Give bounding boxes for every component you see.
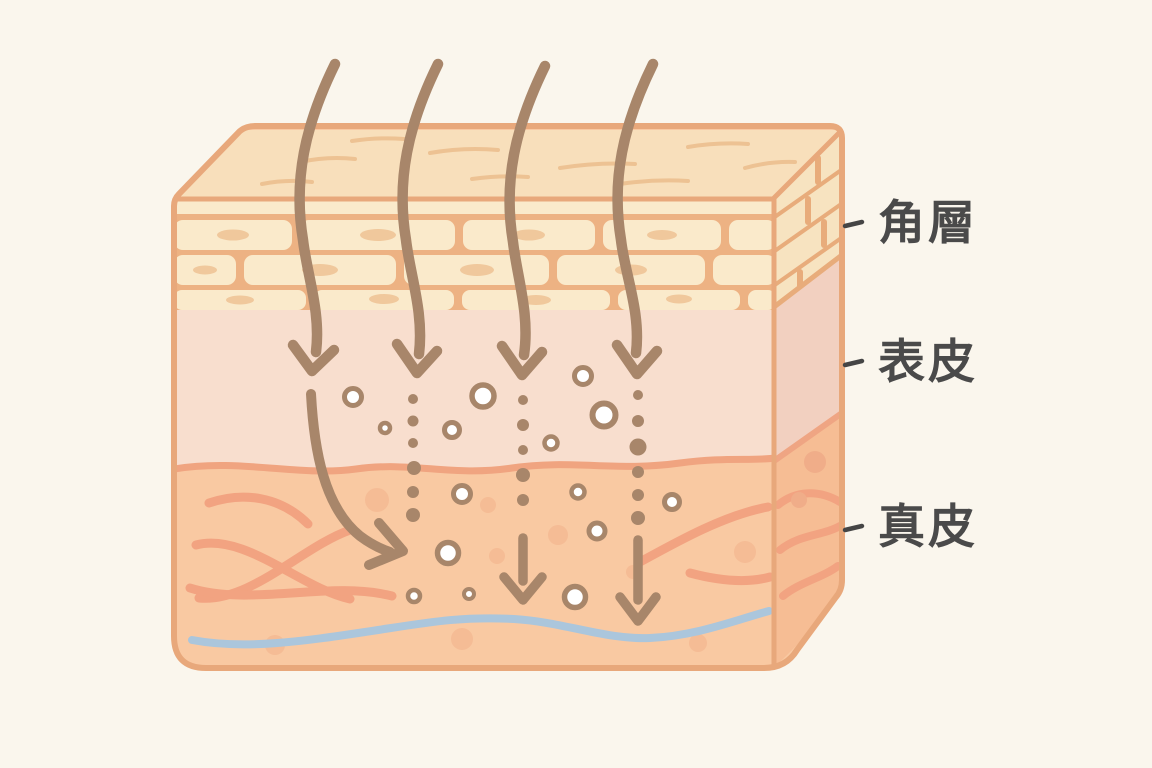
diffusion-arrow-down [499, 533, 547, 605]
label-dermis: 真皮 [878, 500, 978, 555]
side-dermis-cells [791, 451, 826, 508]
diffusion-arrow-down [615, 535, 661, 626]
label-tick-dermis [842, 523, 865, 533]
skin-surface-texture [260, 136, 797, 186]
blood-vessel [188, 607, 773, 649]
penetration-arrows [287, 58, 663, 626]
layer-labels: 角層 表皮 真皮 [842, 196, 978, 555]
penetration-arrow [611, 58, 663, 380]
side-collagen-fibers [774, 489, 842, 600]
penetration-arrow [391, 58, 444, 379]
stratum-corneum-layer [174, 196, 776, 310]
penetration-arrow [287, 58, 341, 377]
skin-side-face [772, 128, 842, 668]
diffusion-dot-trails [406, 390, 647, 525]
label-tick-stratum-corneum [842, 219, 865, 229]
label-stratum-corneum: 角層 [878, 196, 978, 251]
penetration-arrow [496, 60, 551, 381]
dermis-front-face [174, 458, 776, 668]
corneocyte-nuclei [193, 229, 692, 305]
block-outlines [171, 123, 845, 671]
ingredient-bubbles [342, 365, 682, 611]
diffusion-arrow-curved [306, 389, 408, 570]
label-tick-epidermis [842, 358, 865, 368]
dermis-boundary-line [174, 454, 777, 475]
collagen-fibers [185, 492, 775, 604]
label-epidermis: 表皮 [878, 335, 978, 390]
